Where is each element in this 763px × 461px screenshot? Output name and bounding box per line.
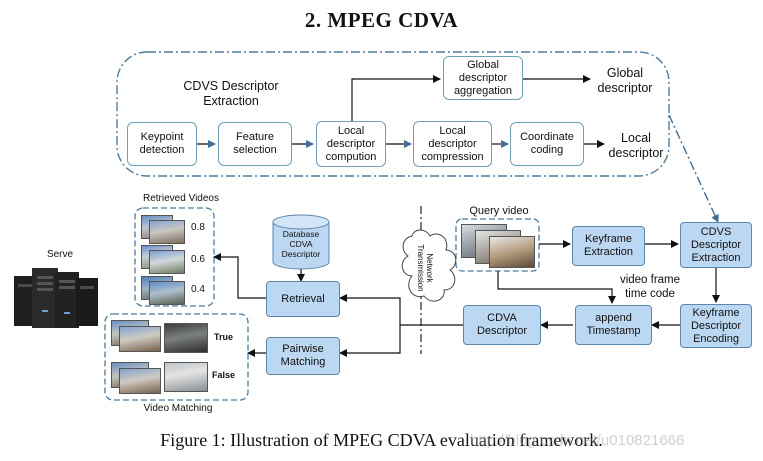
query-video-label: Query video (469, 205, 529, 217)
retrieved-videos-label: Retrieved Videos (143, 193, 219, 204)
retrieval-score: 0.6 (191, 254, 205, 265)
matching-video-thumbnail (164, 362, 208, 392)
coordinate-coding-node: Coordinate coding (510, 122, 584, 166)
cdvs-group-border (116, 51, 670, 177)
video-matching-label: Video Matching (143, 403, 213, 414)
keyframe-descriptor-encoding-node: Keyframe Descriptor Encoding (680, 304, 752, 348)
video-matching-frame (104, 313, 249, 401)
retrieval-score: 0.4 (191, 284, 205, 295)
local-descriptor-computation-node: Local descriptor compution (316, 121, 386, 167)
arrow-cdva-to-retrieval (339, 294, 401, 325)
local-descriptor-label: Local descriptor (608, 131, 664, 160)
cdvs-group-label: CDVS Descriptor Extraction (183, 79, 279, 108)
network-cloud (401, 229, 457, 302)
server-label: Serve (46, 249, 74, 260)
cdva-descriptor-node: CDVA Descriptor (463, 305, 541, 345)
pairwise-matching-node: Pairwise Matching (266, 337, 340, 375)
video-frame-time-code-label: video frame time code (619, 274, 681, 300)
retrieved-video-thumbnail (149, 281, 185, 305)
retrieval-node: Retrieval (266, 281, 340, 317)
matching-video-thumbnail (119, 326, 161, 352)
global-descriptor-label: Global descriptor (597, 66, 653, 95)
keyframe-extraction-node: Keyframe Extraction (572, 226, 645, 266)
server-icon (14, 268, 98, 328)
database-label: Database CDVA Descriptor (281, 229, 321, 259)
arrow-cdva-to-matching (339, 325, 401, 357)
matching-video-thumbnail (119, 368, 161, 394)
cdvs-descriptor-extraction-node: CDVS Descriptor Extraction (680, 222, 752, 268)
watermark: http://blog.csdn.net/u010821666 (470, 432, 685, 449)
network-transmission-label: Network Transmission (416, 244, 434, 292)
keypoint-detection-node: Keypoint detection (127, 122, 197, 166)
match-result-true: True (214, 332, 234, 342)
match-result-false: False (212, 370, 236, 380)
retrieved-video-thumbnail (149, 250, 185, 274)
arrow-timecode-to-append (497, 271, 616, 304)
retrieved-video-thumbnail (149, 220, 185, 244)
feature-selection-node: Feature selection (218, 122, 292, 166)
append-timestamp-node: append Timestamp (575, 305, 652, 345)
retrieval-score: 0.8 (191, 222, 205, 233)
local-descriptor-compression-node: Local descriptor compression (413, 121, 492, 167)
query-video-thumbnail (489, 236, 535, 268)
figure-caption: Figure 1: Illustration of MPEG CDVA eval… (160, 430, 603, 450)
matching-video-thumbnail (164, 323, 208, 353)
arrow-local-to-global-agg (351, 75, 441, 121)
cdvs-group-link (668, 114, 719, 223)
database-cylinder (272, 214, 330, 270)
global-descriptor-aggregation-node: Global descriptor aggregation (443, 56, 523, 100)
retrieved-videos-frame (134, 207, 215, 307)
arrow-retrieval-to-videos (213, 253, 266, 299)
page-title: 2. MPEG CDVA (304, 8, 459, 32)
